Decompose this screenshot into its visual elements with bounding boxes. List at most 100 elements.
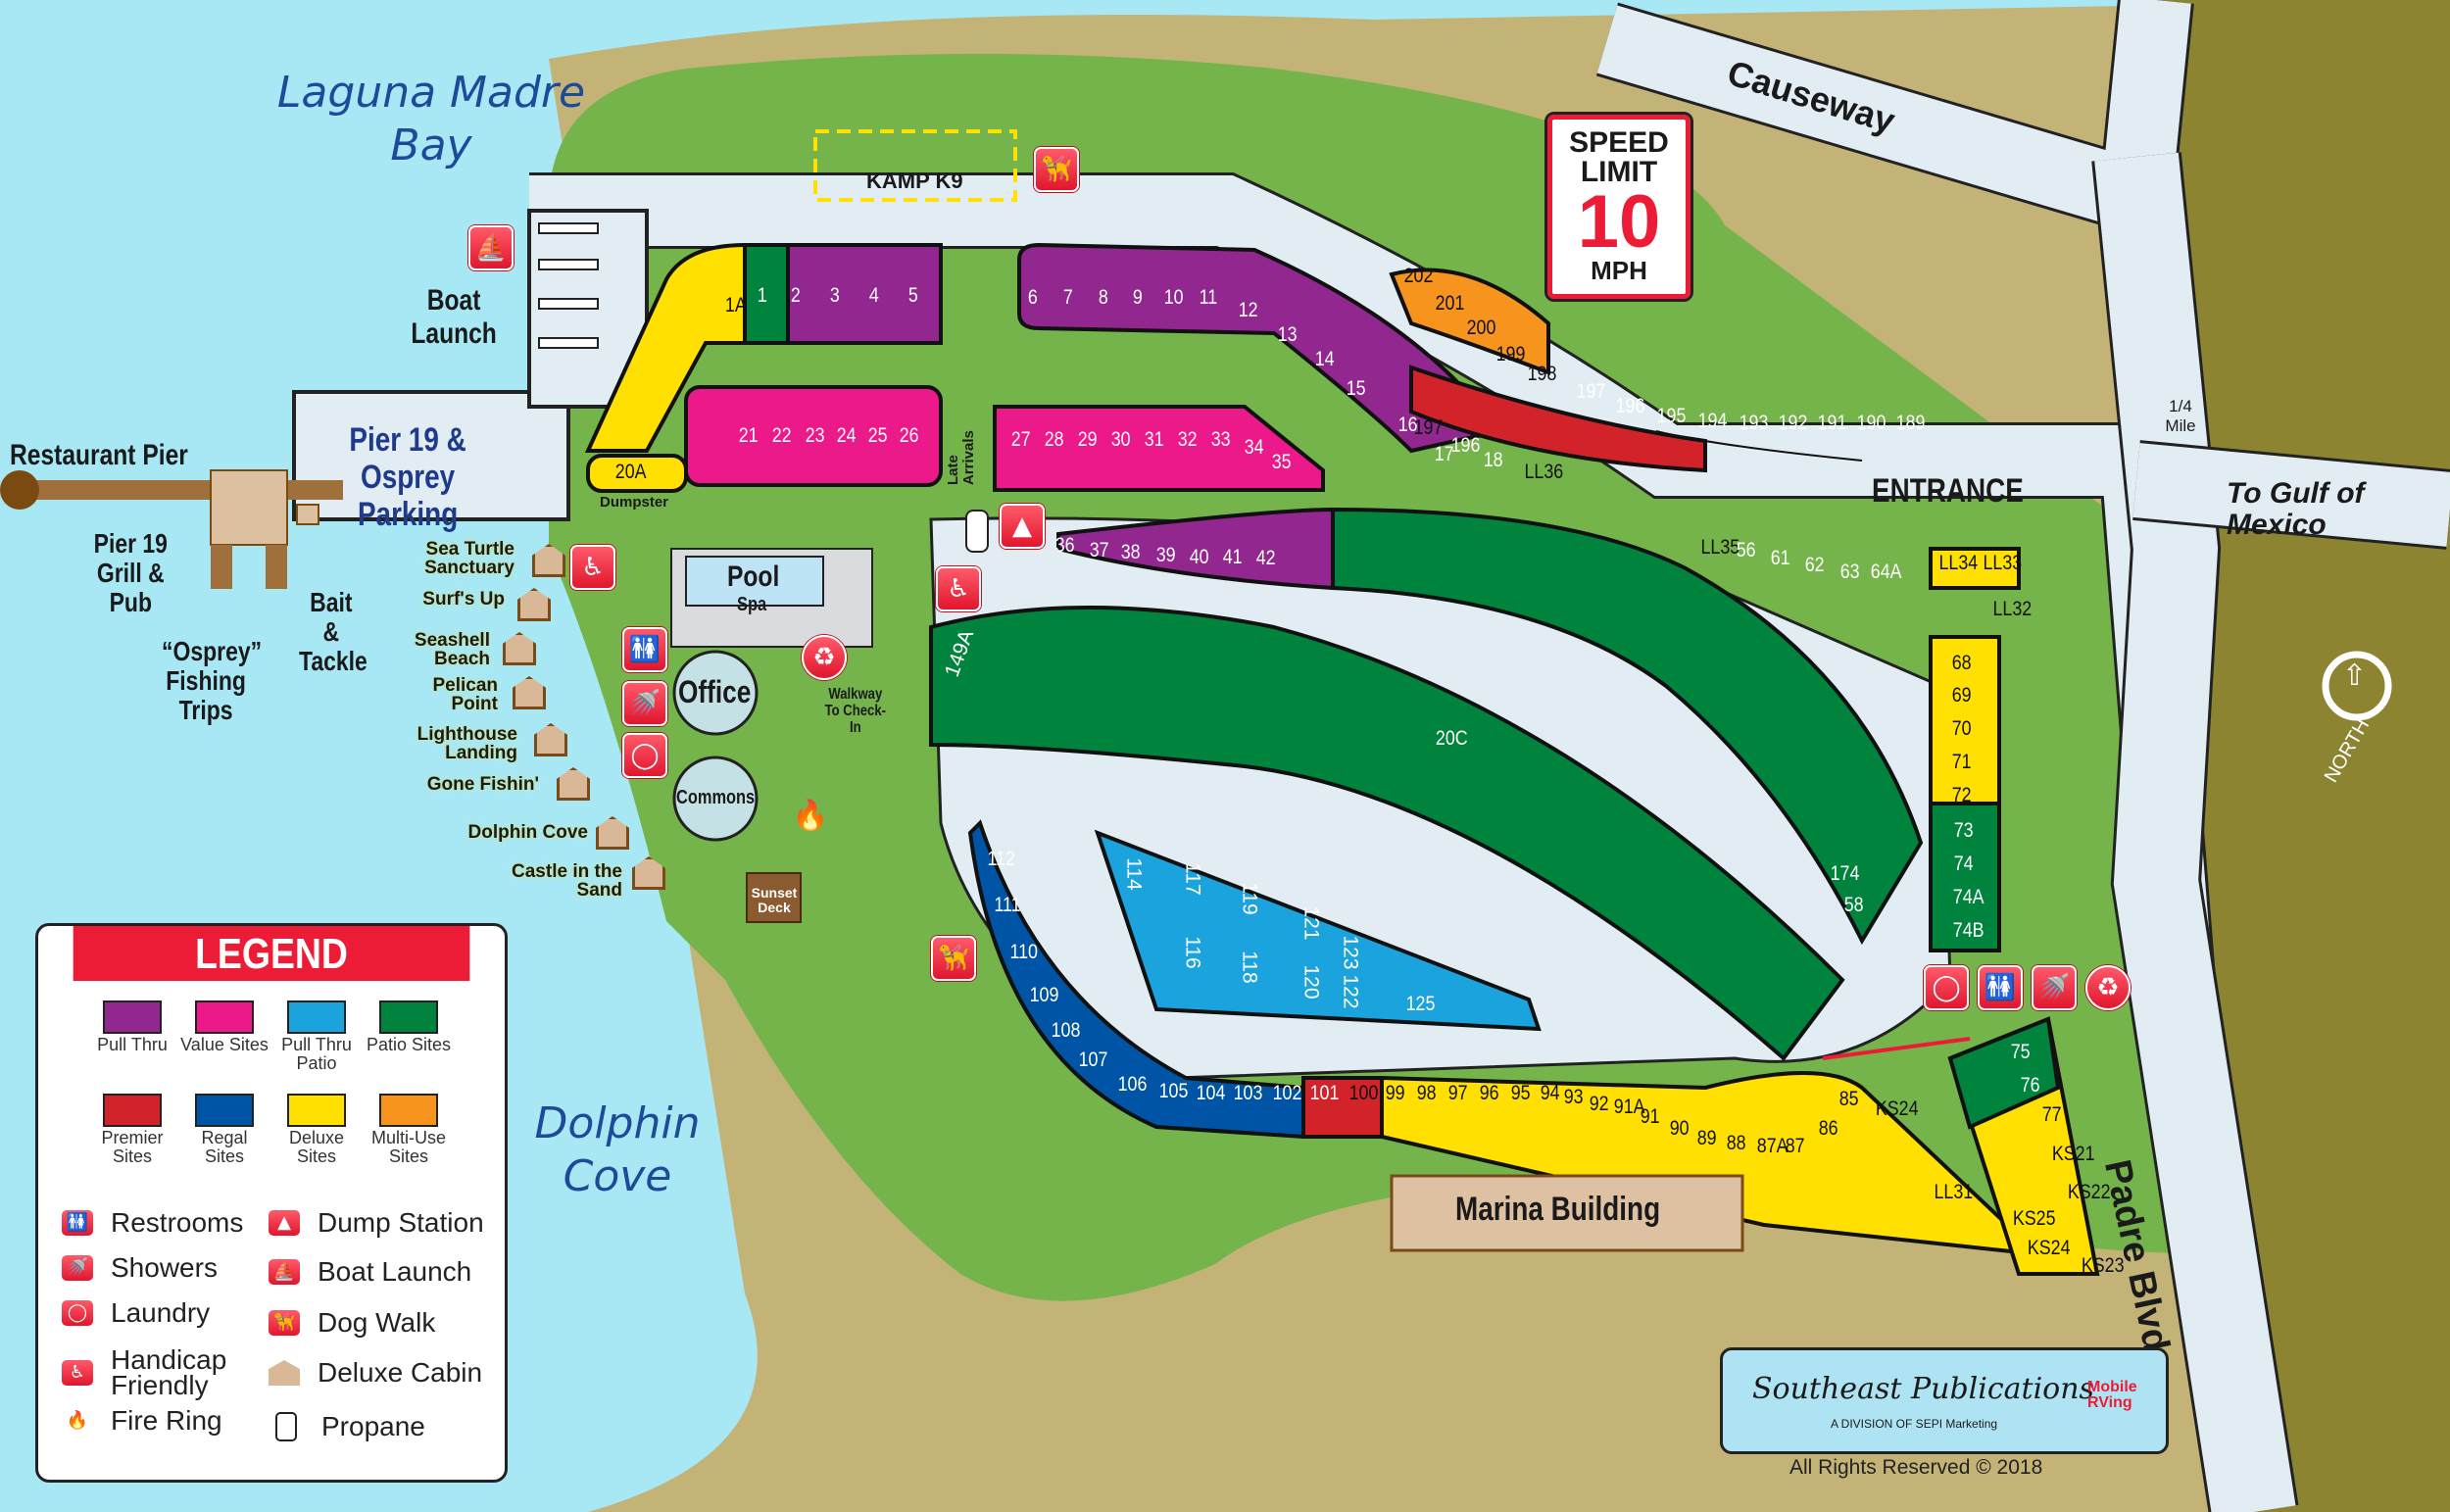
site-label[interactable]: 37 bbox=[1089, 539, 1109, 561]
site-label[interactable]: KS23 bbox=[2081, 1254, 2125, 1277]
site-label[interactable]: 94 bbox=[1540, 1082, 1560, 1104]
site-label[interactable]: 70 bbox=[1951, 717, 1972, 740]
site-label[interactable]: 23 bbox=[805, 424, 825, 447]
cabin-label[interactable]: Lighthouse Landing bbox=[416, 724, 517, 763]
site-label[interactable]: 196 bbox=[1615, 395, 1645, 417]
site-label[interactable]: 41 bbox=[1222, 546, 1243, 568]
marina-building-label[interactable]: Marina Building bbox=[1455, 1191, 1661, 1228]
site-label[interactable]: 192 bbox=[1778, 412, 1808, 434]
site-label[interactable]: 118 bbox=[1238, 951, 1261, 984]
site-label[interactable]: 108 bbox=[1051, 1019, 1081, 1042]
site-label[interactable]: 104 bbox=[1196, 1082, 1226, 1104]
boat-launch-icon[interactable]: ⛵ bbox=[468, 225, 514, 270]
site-label[interactable]: 74A bbox=[1952, 886, 1984, 908]
site-label[interactable]: 95 bbox=[1510, 1082, 1531, 1104]
site-label[interactable]: 20A bbox=[614, 461, 647, 483]
site-label[interactable]: 196 bbox=[1450, 434, 1481, 457]
site-label[interactable]: 29 bbox=[1077, 428, 1098, 451]
site-label[interactable]: 15 bbox=[1346, 377, 1366, 400]
site-label[interactable]: 36 bbox=[1054, 534, 1075, 557]
site-label[interactable]: LL31 bbox=[1934, 1181, 1974, 1203]
site-label[interactable]: 194 bbox=[1697, 410, 1728, 432]
site-label[interactable]: 91 bbox=[1640, 1105, 1660, 1128]
site-label[interactable]: 39 bbox=[1155, 544, 1176, 566]
site-label[interactable]: 109 bbox=[1029, 984, 1059, 1006]
site-label[interactable]: 198 bbox=[1527, 363, 1557, 385]
site-label[interactable]: 193 bbox=[1739, 412, 1769, 434]
site-label[interactable]: 22 bbox=[771, 424, 792, 447]
site-label[interactable]: 38 bbox=[1120, 541, 1141, 563]
recycle-icon[interactable]: ♻ bbox=[2085, 965, 2131, 1010]
site-label[interactable]: 24 bbox=[836, 424, 857, 447]
dog-walk-icon[interactable]: 🦮 bbox=[1034, 147, 1079, 192]
site-label[interactable]: 62 bbox=[1804, 554, 1825, 576]
dog-walk-icon[interactable]: 🦮 bbox=[931, 936, 976, 981]
site-label[interactable]: 98 bbox=[1416, 1082, 1437, 1104]
site-label[interactable]: 102 bbox=[1272, 1082, 1302, 1104]
site-label[interactable]: LL36 bbox=[1524, 461, 1564, 483]
site-label[interactable]: 4 bbox=[868, 284, 879, 307]
site-label[interactable]: 97 bbox=[1447, 1082, 1468, 1104]
wheelchair-icon[interactable]: ♿ bbox=[936, 566, 981, 611]
site-label[interactable]: 17 bbox=[1434, 443, 1454, 465]
site-label[interactable]: 88 bbox=[1726, 1132, 1746, 1154]
site-label[interactable]: 105 bbox=[1158, 1080, 1189, 1102]
site-label[interactable]: 72 bbox=[1951, 784, 1972, 806]
site-label[interactable]: 26 bbox=[899, 424, 919, 447]
site-label[interactable]: 77 bbox=[2041, 1103, 2062, 1126]
site-label[interactable]: 18 bbox=[1483, 449, 1503, 471]
site-label[interactable]: KS24 bbox=[2027, 1237, 2071, 1259]
site-label[interactable]: 34 bbox=[1244, 436, 1264, 459]
site-label[interactable]: 16 bbox=[1397, 414, 1418, 436]
site-label[interactable]: 86 bbox=[1818, 1117, 1838, 1140]
site-label[interactable]: 199 bbox=[1495, 343, 1526, 366]
site-label[interactable]: 112 bbox=[987, 848, 1015, 870]
site-label[interactable]: 56 bbox=[1736, 539, 1756, 561]
site-label[interactable]: 20C bbox=[1435, 727, 1468, 750]
site-label[interactable]: 12 bbox=[1238, 299, 1258, 321]
site-label[interactable]: LL34 bbox=[1938, 552, 1979, 574]
site-label[interactable]: 61 bbox=[1770, 547, 1790, 569]
site-label[interactable]: 75 bbox=[2010, 1041, 2031, 1063]
site-label[interactable]: 123 bbox=[1339, 935, 1362, 970]
site-label[interactable]: 174 bbox=[1830, 862, 1860, 885]
site-label[interactable]: 35 bbox=[1271, 451, 1292, 473]
site-label[interactable]: 76 bbox=[2020, 1074, 2040, 1097]
site-label[interactable]: 200 bbox=[1466, 317, 1496, 339]
site-label[interactable]: 96 bbox=[1479, 1082, 1499, 1104]
site-label[interactable]: 103 bbox=[1233, 1082, 1263, 1104]
site-label[interactable]: 68 bbox=[1951, 652, 1972, 674]
site-label[interactable]: 21 bbox=[738, 424, 759, 447]
site-label[interactable]: 100 bbox=[1348, 1082, 1379, 1104]
site-label[interactable]: 3 bbox=[829, 284, 840, 307]
dump-station-icon[interactable]: ▲ bbox=[1000, 504, 1045, 549]
site-label[interactable]: 121 bbox=[1299, 905, 1323, 941]
site-label[interactable]: 93 bbox=[1563, 1086, 1584, 1108]
site-label[interactable]: 101 bbox=[1309, 1082, 1340, 1104]
site-label[interactable]: 64A bbox=[1870, 561, 1902, 583]
site-label[interactable]: 201 bbox=[1435, 292, 1465, 315]
office-label[interactable]: Office bbox=[678, 674, 752, 709]
site-label[interactable]: 7 bbox=[1062, 286, 1073, 309]
site-label[interactable]: 73 bbox=[1953, 819, 1974, 842]
site-label[interactable]: 5 bbox=[907, 284, 918, 307]
site-label[interactable]: 33 bbox=[1210, 428, 1231, 451]
site-label[interactable]: 10 bbox=[1163, 286, 1184, 309]
recycle-icon[interactable]: ♻ bbox=[802, 635, 847, 680]
shower-icon[interactable]: 🚿 bbox=[2032, 965, 2077, 1010]
site-label[interactable]: 40 bbox=[1189, 546, 1209, 568]
site-label[interactable]: KS24 bbox=[1875, 1097, 1919, 1120]
site-label[interactable]: 92 bbox=[1589, 1093, 1609, 1115]
site-label[interactable]: 87A bbox=[1756, 1135, 1788, 1157]
cabin-label[interactable]: Surf's Up bbox=[422, 589, 505, 610]
site-label[interactable]: 58 bbox=[1843, 894, 1864, 916]
cabin-label[interactable]: Pelican Point bbox=[432, 675, 498, 714]
site-label[interactable]: 91A bbox=[1613, 1096, 1645, 1118]
site-label[interactable]: 42 bbox=[1255, 547, 1276, 569]
site-label[interactable]: 191 bbox=[1817, 412, 1847, 434]
site-label[interactable]: LL35 bbox=[1700, 536, 1740, 559]
laundry-icon[interactable]: ◯ bbox=[1924, 965, 1969, 1010]
site-label[interactable]: 122 bbox=[1339, 974, 1362, 1009]
site-label[interactable]: LL33 bbox=[1983, 552, 2023, 574]
cabin-label[interactable]: Castle in the Sand bbox=[512, 861, 622, 901]
